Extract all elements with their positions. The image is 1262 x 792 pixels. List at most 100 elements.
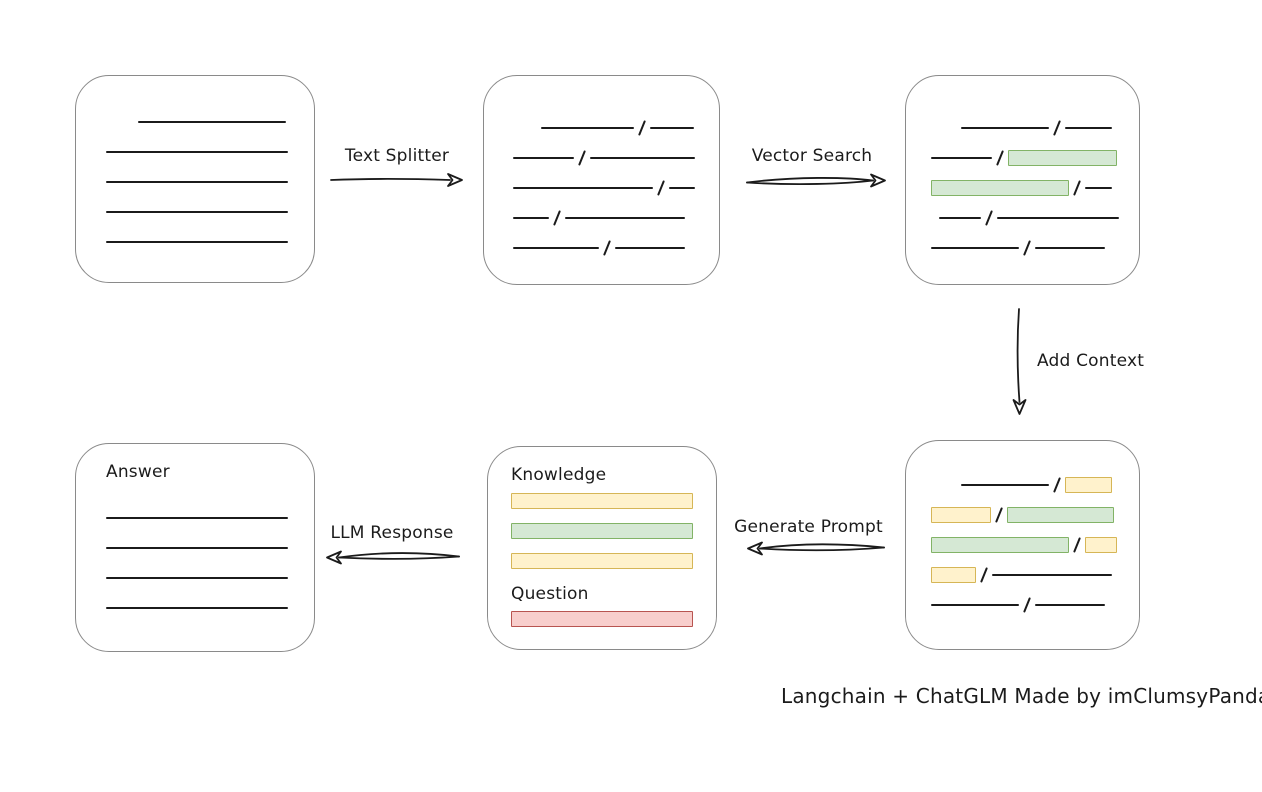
vector-search-label: Vector Search xyxy=(751,146,873,166)
chunk-yellow xyxy=(931,567,976,583)
split-chunk-rows xyxy=(513,113,719,263)
text-line xyxy=(106,181,288,183)
question-label: Question xyxy=(511,584,589,604)
slash-separator xyxy=(638,120,647,136)
chunk-green xyxy=(931,180,1069,196)
knowledge-bars xyxy=(511,486,716,576)
text-line xyxy=(931,157,992,159)
slash-separator xyxy=(980,567,989,583)
text-line xyxy=(1065,127,1113,129)
chunk-yellow xyxy=(1065,477,1113,493)
slash-separator xyxy=(657,180,666,196)
text-line xyxy=(997,217,1120,219)
question-bar xyxy=(511,604,716,634)
context-chunk-rows xyxy=(931,470,1139,620)
document-lines xyxy=(106,107,314,257)
chunk-row xyxy=(513,233,719,263)
source-document-box xyxy=(75,75,315,283)
prompt-box: Knowledge Question xyxy=(487,446,717,650)
chunk-yellow xyxy=(511,493,693,509)
text-line xyxy=(106,517,288,519)
chunk-row xyxy=(511,604,716,634)
slash-separator xyxy=(603,240,612,256)
chunk-row xyxy=(513,173,719,203)
chunk-row xyxy=(931,173,1139,203)
chunk-row xyxy=(931,500,1139,530)
chunk-row xyxy=(106,563,314,593)
chunk-green xyxy=(511,523,693,539)
chunk-yellow xyxy=(931,507,991,523)
chunk-row xyxy=(106,137,314,167)
add-context-label: Add Context xyxy=(1037,351,1145,371)
chunk-row xyxy=(931,143,1139,173)
slash-separator xyxy=(578,150,587,166)
chunk-row xyxy=(931,203,1139,233)
chunk-green xyxy=(1007,507,1115,523)
text-line xyxy=(939,217,981,219)
chunk-row xyxy=(106,533,314,563)
text-line xyxy=(106,577,288,579)
text-splitter-arrow xyxy=(330,173,463,187)
chunk-row xyxy=(931,590,1139,620)
text-line xyxy=(513,187,653,189)
split-chunks-box xyxy=(483,75,720,285)
text-line xyxy=(138,121,286,123)
text-line xyxy=(565,217,686,219)
chunk-red xyxy=(511,611,693,627)
llm-response-label: LLM Response xyxy=(330,523,454,543)
add-context-arrow xyxy=(1012,308,1027,415)
text-line xyxy=(513,217,549,219)
text-line xyxy=(590,157,696,159)
generate-prompt-label: Generate Prompt xyxy=(734,517,883,537)
chunk-row xyxy=(931,470,1139,500)
slash-separator xyxy=(995,507,1004,523)
answer-label: Answer xyxy=(106,462,170,482)
knowledge-label: Knowledge xyxy=(511,465,607,485)
slash-separator xyxy=(985,210,994,226)
chunk-row xyxy=(513,203,719,233)
text-line xyxy=(961,127,1049,129)
text-line xyxy=(615,247,686,249)
text-line xyxy=(541,127,634,129)
chunk-row xyxy=(511,516,716,546)
chunk-yellow xyxy=(1085,537,1118,553)
text-line xyxy=(931,604,1019,606)
chunk-row xyxy=(931,560,1139,590)
text-line xyxy=(1085,187,1113,189)
text-line xyxy=(961,484,1049,486)
vector-search-arrow xyxy=(746,173,886,188)
chunk-row xyxy=(931,530,1139,560)
footer-credit: Langchain + ChatGLM Made by imClumsyPand… xyxy=(781,684,1262,708)
chunk-row xyxy=(106,197,314,227)
chunk-row xyxy=(106,107,314,137)
answer-box: Answer xyxy=(75,443,315,652)
text-line xyxy=(992,574,1113,576)
slash-separator xyxy=(996,150,1005,166)
chunk-row xyxy=(106,227,314,257)
chunk-row xyxy=(511,546,716,576)
text-line xyxy=(1035,247,1106,249)
slash-separator xyxy=(1073,180,1082,196)
text-line xyxy=(106,241,288,243)
text-line xyxy=(669,187,696,189)
chunk-yellow xyxy=(511,553,693,569)
chunk-row xyxy=(513,143,719,173)
chunk-row xyxy=(106,593,314,623)
generate-prompt-arrow xyxy=(747,541,885,556)
slash-separator xyxy=(1053,477,1062,493)
text-line xyxy=(106,547,288,549)
text-line xyxy=(513,247,599,249)
text-line xyxy=(106,151,288,153)
text-line xyxy=(106,607,288,609)
text-line xyxy=(106,211,288,213)
vector-result-rows xyxy=(931,113,1139,263)
chunk-green xyxy=(1008,150,1118,166)
text-splitter-label: Text Splitter xyxy=(344,146,450,166)
text-line xyxy=(513,157,574,159)
chunk-row xyxy=(513,113,719,143)
llm-response-arrow xyxy=(326,550,460,565)
text-line xyxy=(650,127,695,129)
context-chunks-box xyxy=(905,440,1140,650)
slash-separator xyxy=(1073,537,1082,553)
